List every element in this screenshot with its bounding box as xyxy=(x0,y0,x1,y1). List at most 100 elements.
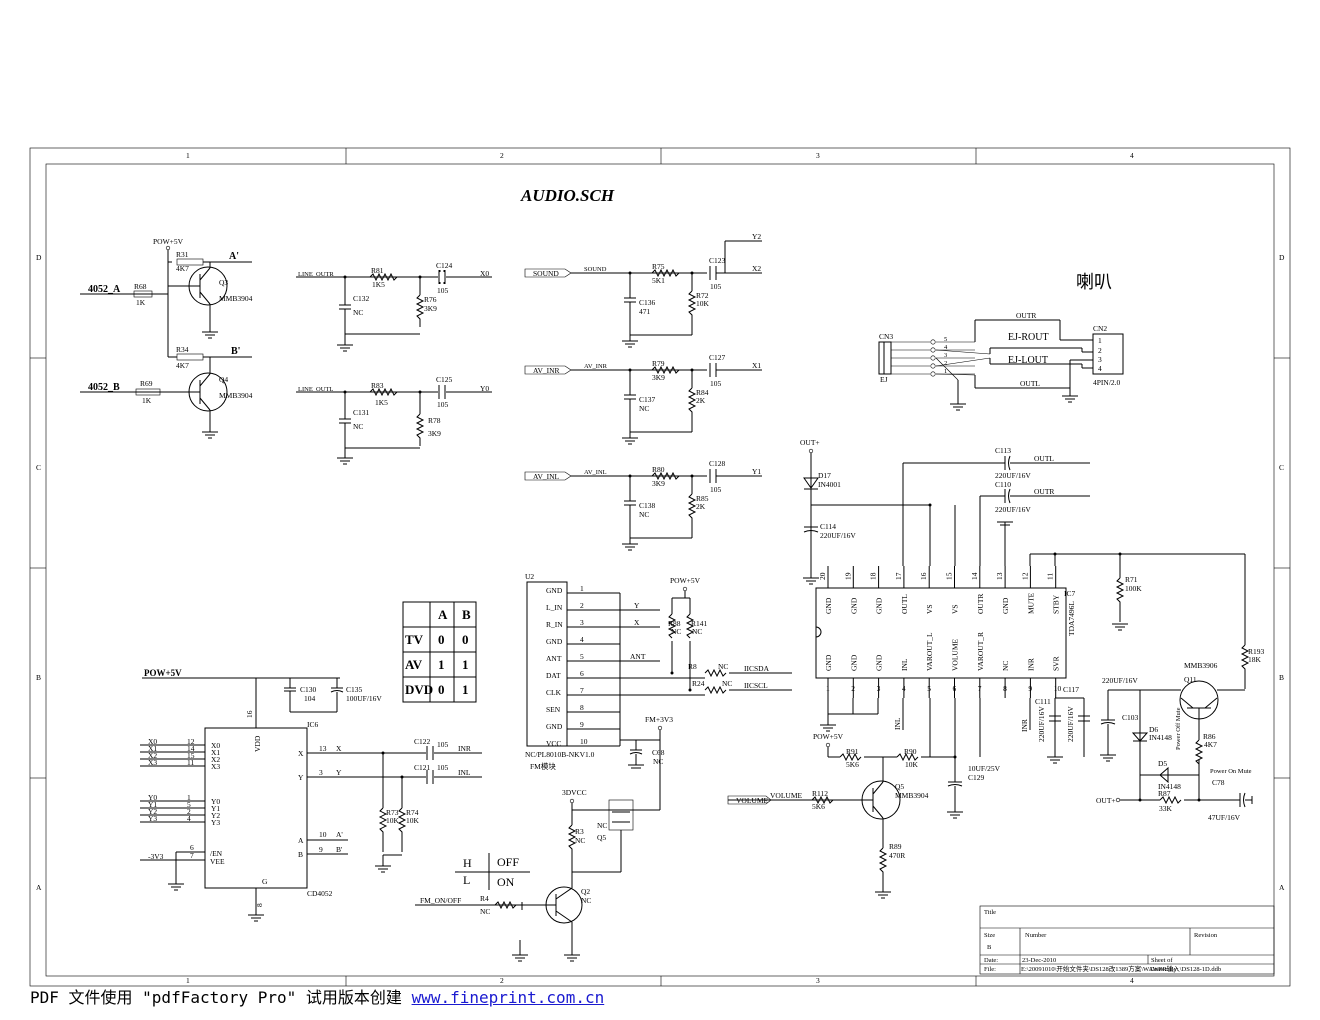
pin-name: GND xyxy=(849,654,858,671)
net-label: Y3 xyxy=(148,814,157,823)
net-label: Y1 xyxy=(148,800,157,809)
svg-text:1K: 1K xyxy=(136,298,146,307)
pin-number: 19 xyxy=(843,572,852,580)
svg-text:MMB3904: MMB3904 xyxy=(895,791,929,800)
pin-name: STBY xyxy=(1052,594,1061,614)
svg-text:D6: D6 xyxy=(1149,725,1158,734)
svg-text:C123: C123 xyxy=(709,256,726,265)
table-cell: 1 xyxy=(462,682,469,697)
svg-text:105: 105 xyxy=(437,740,449,749)
inner-frame xyxy=(45,163,1275,977)
svg-text:C128: C128 xyxy=(709,459,726,468)
speaker-label: 喇叭 xyxy=(1076,272,1112,293)
svg-text:1: 1 xyxy=(1098,336,1102,345)
svg-text:VDD: VDD xyxy=(253,735,262,752)
pin-number: 15 xyxy=(187,751,195,760)
svg-text:NC: NC xyxy=(722,679,732,688)
footer-link[interactable]: www.fineprint.com.cn xyxy=(411,988,605,1007)
svg-text:OUTR: OUTR xyxy=(1034,487,1054,496)
svg-text:R83: R83 xyxy=(371,381,384,390)
svg-text:OUT+: OUT+ xyxy=(1096,796,1116,805)
svg-text:R75: R75 xyxy=(652,262,665,271)
svg-text:B: B xyxy=(298,850,303,859)
svg-text:Power On Mute: Power On Mute xyxy=(1210,768,1252,775)
svg-text:OUTL: OUTL xyxy=(1020,379,1040,388)
net-label: Y2 xyxy=(148,807,157,816)
svg-text:MMB3904: MMB3904 xyxy=(219,294,253,303)
svg-text:C138: C138 xyxy=(639,501,656,510)
svg-text:5K6: 5K6 xyxy=(812,802,825,811)
svg-text:9: 9 xyxy=(319,845,323,854)
rail-label: POW+5V xyxy=(144,668,182,678)
pin-name: GND xyxy=(849,597,858,614)
pin-number: 14 xyxy=(187,744,195,753)
pin-name: X2 xyxy=(211,755,220,764)
svg-text:2K: 2K xyxy=(696,396,706,405)
svg-text:C129: C129 xyxy=(968,773,985,782)
net-label: AV_INL xyxy=(584,469,607,476)
pin-number: 1 xyxy=(826,684,830,693)
svg-text:4K7: 4K7 xyxy=(1204,740,1217,749)
svg-text:R87: R87 xyxy=(1158,789,1171,798)
svg-text:R74: R74 xyxy=(406,808,419,817)
svg-text:E:\20091010\开始文件夹\DS128改1389方案: E:\20091010\开始文件夹\DS128改1389方案\WAWPR输入\D… xyxy=(1021,964,1221,973)
pin-number: 8 xyxy=(580,703,584,712)
svg-text:NC: NC xyxy=(581,896,591,905)
svg-text:Q3: Q3 xyxy=(219,278,228,287)
svg-text:10K: 10K xyxy=(406,816,420,825)
net-label: Y0 xyxy=(148,793,157,802)
svg-text:IC7: IC7 xyxy=(1064,589,1076,598)
pin-name: GND xyxy=(546,637,563,646)
svg-text:NC: NC xyxy=(575,836,585,845)
svg-text:C132: C132 xyxy=(353,294,370,303)
svg-text:7: 7 xyxy=(190,851,194,860)
svg-text:C110: C110 xyxy=(995,480,1011,489)
svg-text:R72: R72 xyxy=(696,291,709,300)
pin-number: 12 xyxy=(1020,572,1029,580)
svg-text:NC: NC xyxy=(671,627,681,636)
svg-text:105: 105 xyxy=(710,485,722,494)
svg-text:TDA7496L: TDA7496L xyxy=(1067,601,1076,636)
svg-text:NC: NC xyxy=(639,404,649,413)
svg-text:R78: R78 xyxy=(428,416,441,425)
svg-text:NC: NC xyxy=(692,627,702,636)
svg-text:INR: INR xyxy=(1020,719,1029,732)
svg-text:Drawn By:: Drawn By: xyxy=(1150,966,1179,973)
svg-text:R81: R81 xyxy=(371,266,384,275)
net-label: B' xyxy=(231,346,241,357)
svg-text:100K: 100K xyxy=(1125,584,1142,593)
title-block: Title Size B Number Revision Date: 23-De… xyxy=(979,905,1275,975)
svg-text:FM+3V3: FM+3V3 xyxy=(645,715,673,724)
svg-text:Q5: Q5 xyxy=(895,782,904,791)
pin-number: 9 xyxy=(580,720,584,729)
table-cell: B xyxy=(462,607,471,622)
pin-number: 4 xyxy=(944,344,948,351)
svg-text:INL: INL xyxy=(458,768,471,777)
svg-text:C111: C111 xyxy=(1035,697,1051,706)
net-label: 4052_A xyxy=(88,284,121,295)
svg-text:3K9: 3K9 xyxy=(428,429,441,438)
svg-text:B: B xyxy=(987,944,992,951)
pin-name: VAROUT_R xyxy=(976,632,985,671)
svg-text:EJ-ROUT: EJ-ROUT xyxy=(1008,332,1049,343)
col-label: 2 xyxy=(500,976,504,985)
svg-text:C122: C122 xyxy=(414,737,431,746)
pin-number: 16 xyxy=(919,572,928,580)
svg-text:POW+5V: POW+5V xyxy=(670,576,701,585)
pin-number: 2 xyxy=(944,360,947,367)
col-label: 4 xyxy=(1130,151,1134,160)
svg-text:C136: C136 xyxy=(639,298,656,307)
svg-text:Y0: Y0 xyxy=(480,384,489,393)
pin-number: 1 xyxy=(187,793,191,802)
svg-text:10K: 10K xyxy=(386,816,400,825)
svg-text:NC: NC xyxy=(353,422,363,431)
sheet-title: AUDIO.SCH xyxy=(520,186,615,205)
table-cell: 0 xyxy=(462,632,469,647)
pin-number: 7 xyxy=(978,684,982,693)
